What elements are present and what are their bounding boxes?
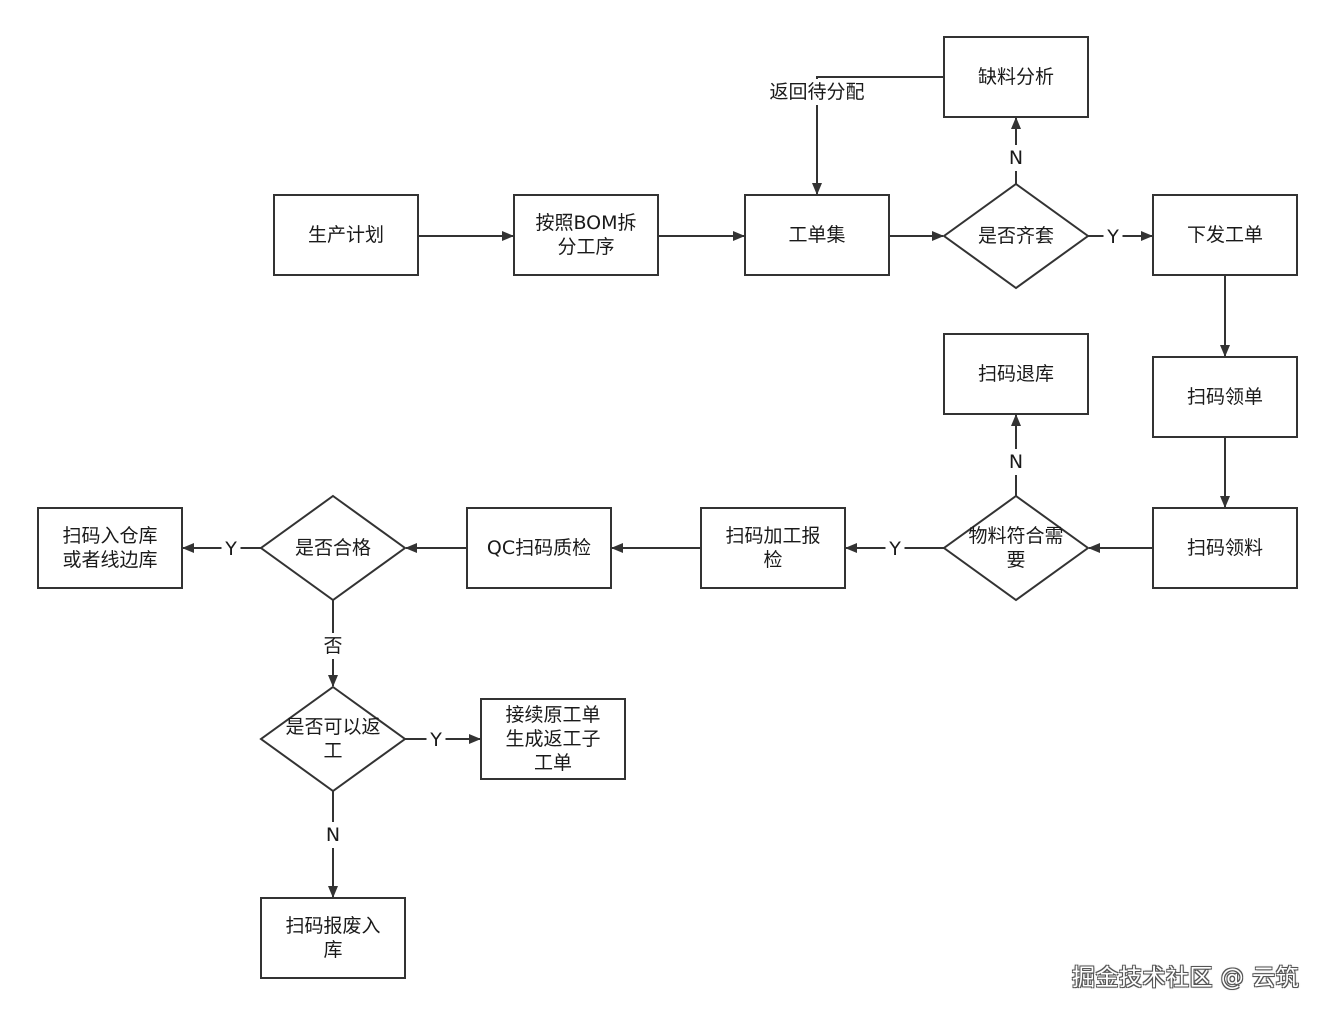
- node-label-line: 生产计划: [308, 224, 384, 246]
- edge-label: N: [1009, 451, 1023, 473]
- node-label-line: 工单集: [788, 224, 845, 246]
- node-label-line: 分工序: [557, 236, 614, 258]
- node-label-line: 生成返工子: [505, 728, 600, 750]
- node-label-line: 检: [763, 549, 782, 571]
- decision-diamond: [942, 182, 1090, 290]
- edge-label-background: [885, 536, 905, 562]
- node-label-line: 扫码报废入: [285, 915, 380, 937]
- edge-label: 返回待分配: [769, 81, 864, 103]
- edge-label-background: [1006, 449, 1026, 475]
- node-label-line: 扫码加工报: [725, 525, 820, 547]
- edge-label-background: [1103, 224, 1123, 250]
- edge-label-background: [323, 822, 343, 848]
- node-label-line: 下发工单: [1187, 224, 1263, 246]
- node-complete: 是否齐套: [942, 182, 1090, 290]
- edge-label: N: [326, 824, 340, 846]
- node-plan: 生产计划: [273, 194, 419, 276]
- node-label-line: 是否可以返: [285, 716, 380, 738]
- edge-label: 否: [323, 635, 342, 657]
- edge-label-background: [1006, 145, 1026, 171]
- process-box: [273, 194, 419, 276]
- node-label-line: 物料符合需: [968, 525, 1063, 547]
- node-scan-material: 扫码领料: [1152, 507, 1298, 589]
- node-label-line: 是否合格: [295, 537, 371, 559]
- node-label-line: 是否齐套: [978, 225, 1054, 247]
- watermark-text: 掘金技术社区 @ 云筑: [1072, 965, 1300, 991]
- edge-label: Y: [888, 538, 901, 560]
- process-box: [700, 507, 846, 589]
- node-label-line: 工: [323, 740, 342, 762]
- process-box: [513, 194, 659, 276]
- edge-label-background: [426, 727, 446, 753]
- node-label-line: 扫码领单: [1187, 386, 1263, 408]
- node-label-line: 扫码入仓库: [62, 525, 157, 547]
- node-label-line: 扫码领料: [1187, 537, 1263, 559]
- node-label-line: 工单: [534, 752, 572, 774]
- node-scan-order: 扫码领单: [1152, 356, 1298, 438]
- decision-diamond: [259, 685, 407, 793]
- process-box: [466, 507, 612, 589]
- decision-diamond: [259, 494, 407, 602]
- process-box: [1152, 507, 1298, 589]
- process-box: [1152, 194, 1298, 276]
- process-box: [260, 897, 406, 979]
- edge-labels-layer: Y N 返回待分配 N Y Y 否 Y N: [221, 79, 1123, 848]
- edge-shortage-to-orders: [812, 76, 944, 195]
- process-box: [37, 507, 183, 589]
- process-box: [744, 194, 890, 276]
- edge-label-background: [766, 79, 868, 105]
- process-box: [480, 698, 626, 780]
- node-label-line: 库: [323, 939, 342, 961]
- node-label-line: 按照BOM拆: [535, 212, 636, 234]
- node-label-line: QC扫码质检: [487, 537, 591, 559]
- process-box: [1152, 356, 1298, 438]
- process-box: [943, 333, 1089, 415]
- edge-label-background: [320, 633, 346, 659]
- node-label-line: 缺料分析: [978, 66, 1054, 88]
- edge-label-background: [221, 536, 241, 562]
- node-return-stock: 扫码退库: [943, 333, 1089, 415]
- node-qc: QC扫码质检: [466, 507, 612, 589]
- process-box: [943, 36, 1089, 118]
- node-label-line: 接续原工单: [505, 704, 600, 726]
- node-orders: 工单集: [744, 194, 890, 276]
- edge-label: Y: [1106, 226, 1119, 248]
- node-pass: 是否合格: [259, 494, 407, 602]
- edge-label: Y: [224, 538, 237, 560]
- node-issue: 下发工单: [1152, 194, 1298, 276]
- edge-label: Y: [429, 729, 442, 751]
- node-shortage: 缺料分析: [943, 36, 1089, 118]
- node-label-line: 扫码退库: [978, 363, 1054, 385]
- node-label-line: 要: [1006, 549, 1025, 571]
- decision-diamond: [942, 494, 1090, 602]
- edge-label: N: [1009, 147, 1023, 169]
- node-label-line: 或者线边库: [62, 549, 157, 571]
